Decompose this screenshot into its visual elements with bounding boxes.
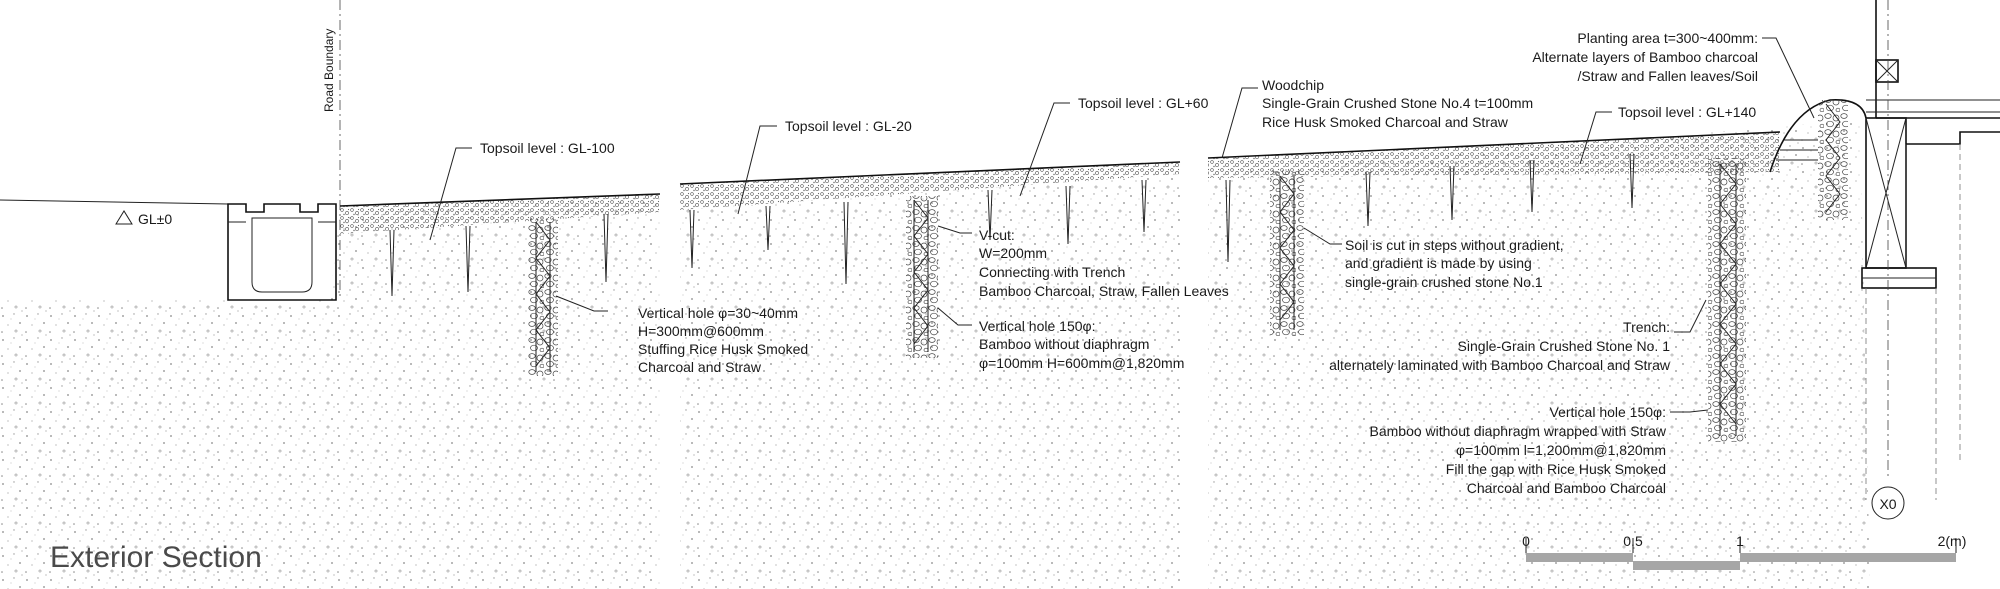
callout-vertical-hole-150: Vertical hole 150φ: Bamboo without diaph…: [979, 318, 1184, 371]
svg-text:Alternate layers of Bamboo cha: Alternate layers of Bamboo charcoal: [1532, 49, 1758, 65]
scale-tick-1: 1: [1736, 533, 1744, 549]
svg-text:Connecting with Trench: Connecting with Trench: [979, 264, 1125, 280]
svg-text:Topsoil level : GL-100: Topsoil level : GL-100: [480, 140, 615, 156]
svg-text:W=200mm: W=200mm: [979, 245, 1047, 261]
scale-tick-0: 0: [1522, 533, 1530, 549]
topsoil-band-1: [339, 193, 661, 234]
svg-text:V-cut:: V-cut:: [979, 227, 1015, 243]
svg-text:Bamboo Charcoal, Straw, Fallen: Bamboo Charcoal, Straw, Fallen Leaves: [979, 283, 1229, 299]
topsoil-band-3: [1207, 131, 1781, 178]
callout-planting-area: Planting area t=300~400mm: Alternate lay…: [1532, 30, 1758, 84]
callout-vertical-hole-150-straw: Vertical hole 150φ: Bamboo without diaph…: [1370, 404, 1667, 496]
bamboo-trench-2: [906, 196, 938, 358]
topsoil-band-2: [679, 161, 1181, 210]
callout-v-cut: V-cut: W=200mm Connecting with Trench Ba…: [979, 227, 1229, 299]
svg-text:/Straw and Fallen leaves/Soil: /Straw and Fallen leaves/Soil: [1577, 68, 1758, 84]
scale-bar: 0 0.5 1 2(m): [1522, 533, 1966, 570]
svg-text:Single-Grain Crushed Stone No.: Single-Grain Crushed Stone No.4 t=100mm: [1262, 95, 1533, 111]
u-gutter: [227, 203, 337, 301]
gl-triangle-icon: [115, 210, 133, 225]
scale-bar-seg-3: [1740, 553, 1956, 562]
svg-text:Stuffing Rice Husk Smoked: Stuffing Rice Husk Smoked: [638, 341, 808, 357]
svg-text:φ=100mm l=1,200mm@1,820mm: φ=100mm l=1,200mm@1,820mm: [1456, 442, 1666, 458]
svg-text:H=300mm@600mm: H=300mm@600mm: [638, 323, 764, 339]
svg-text:Vertical hole 150φ:: Vertical hole 150φ:: [979, 318, 1095, 334]
callout-topsoil-1: Topsoil level : GL-100: [480, 140, 615, 156]
svg-text:Bamboo without diaphragm: Bamboo without diaphragm: [979, 336, 1149, 352]
svg-text:Vertical hole φ=30~40mm: Vertical hole φ=30~40mm: [638, 305, 798, 321]
leader-lines: [429, 37, 1815, 413]
road-boundary-label: Road Boundary: [322, 29, 336, 112]
svg-text:Charcoal and Bamboo Charcoal: Charcoal and Bamboo Charcoal: [1467, 480, 1666, 496]
building-structure: [1861, 0, 2000, 500]
scale-bar-seg-1: [1526, 553, 1633, 562]
callout-vertical-hole-small: Vertical hole φ=30~40mm H=300mm@600mm St…: [638, 305, 808, 375]
scale-tick-2m: 2(m): [1938, 533, 1967, 549]
page-title: Exterior Section: [50, 541, 262, 574]
grid-marker-label: X0: [1879, 496, 1896, 512]
svg-text:Woodchip: Woodchip: [1262, 77, 1324, 93]
bamboo-trench-3: [1270, 170, 1304, 336]
svg-text:Soil is cut in steps without g: Soil is cut in steps without gradient,: [1345, 237, 1564, 253]
callout-soil-cut: Soil is cut in steps without gradient, a…: [1345, 237, 1564, 290]
scale-tick-0.5: 0.5: [1623, 533, 1643, 549]
svg-text:Topsoil level : GL-20: Topsoil level : GL-20: [785, 118, 912, 134]
svg-text:and gradient is made by using: and gradient is made by using: [1345, 255, 1532, 271]
small-vertical-holes: [389, 153, 1635, 297]
callout-trench: Trench: Single-Grain Crushed Stone No. 1…: [1329, 319, 1671, 373]
svg-text:Trench:: Trench:: [1623, 319, 1670, 335]
gl-label: GL±0: [138, 211, 172, 227]
callout-topsoil-2: Topsoil level : GL-20: [785, 118, 912, 134]
bamboo-trench-1: [528, 218, 558, 376]
subsoil: [0, 120, 1870, 589]
svg-text:Charcoal and Straw: Charcoal and Straw: [638, 359, 762, 375]
svg-text:Vertical hole 150φ:: Vertical hole 150φ:: [1550, 404, 1666, 420]
svg-text:single-grain crushed stone No.: single-grain crushed stone No.1: [1345, 274, 1543, 290]
svg-text:Bamboo without diaphragm wrapp: Bamboo without diaphragm wrapped with St…: [1370, 423, 1667, 439]
svg-text:Fill the gap with Rice Husk Sm: Fill the gap with Rice Husk Smoked: [1446, 461, 1666, 477]
grid-marker-x0: X0: [1871, 486, 1905, 520]
svg-text:Rice Husk Smoked Charcoal and: Rice Husk Smoked Charcoal and Straw: [1262, 114, 1509, 130]
scale-bar-seg-2: [1633, 561, 1740, 570]
planting-mound: [1769, 99, 1867, 220]
callout-topsoil-3: Topsoil level : GL+60: [1078, 95, 1209, 111]
svg-text:φ=100mm H=600mm@1,820mm: φ=100mm H=600mm@1,820mm: [979, 355, 1184, 371]
gl-ground-line: GL±0: [0, 199, 229, 227]
callout-topsoil-4: Topsoil level : GL+140: [1618, 104, 1756, 120]
svg-text:Planting area t=300~400mm:: Planting area t=300~400mm:: [1577, 30, 1758, 46]
callout-woodchip: Woodchip Single-Grain Crushed Stone No.4…: [1262, 77, 1533, 130]
road-boundary: Road Boundary: [322, 0, 341, 300]
svg-text:alternately laminated with Bam: alternately laminated with Bamboo Charco…: [1329, 357, 1671, 373]
svg-text:Topsoil level : GL+60: Topsoil level : GL+60: [1078, 95, 1209, 111]
bamboo-trench-4: [1708, 158, 1746, 442]
svg-text:Single-Grain Crushed Stone No.: Single-Grain Crushed Stone No. 1: [1458, 338, 1671, 354]
svg-text:Topsoil level : GL+140: Topsoil level : GL+140: [1618, 104, 1756, 120]
